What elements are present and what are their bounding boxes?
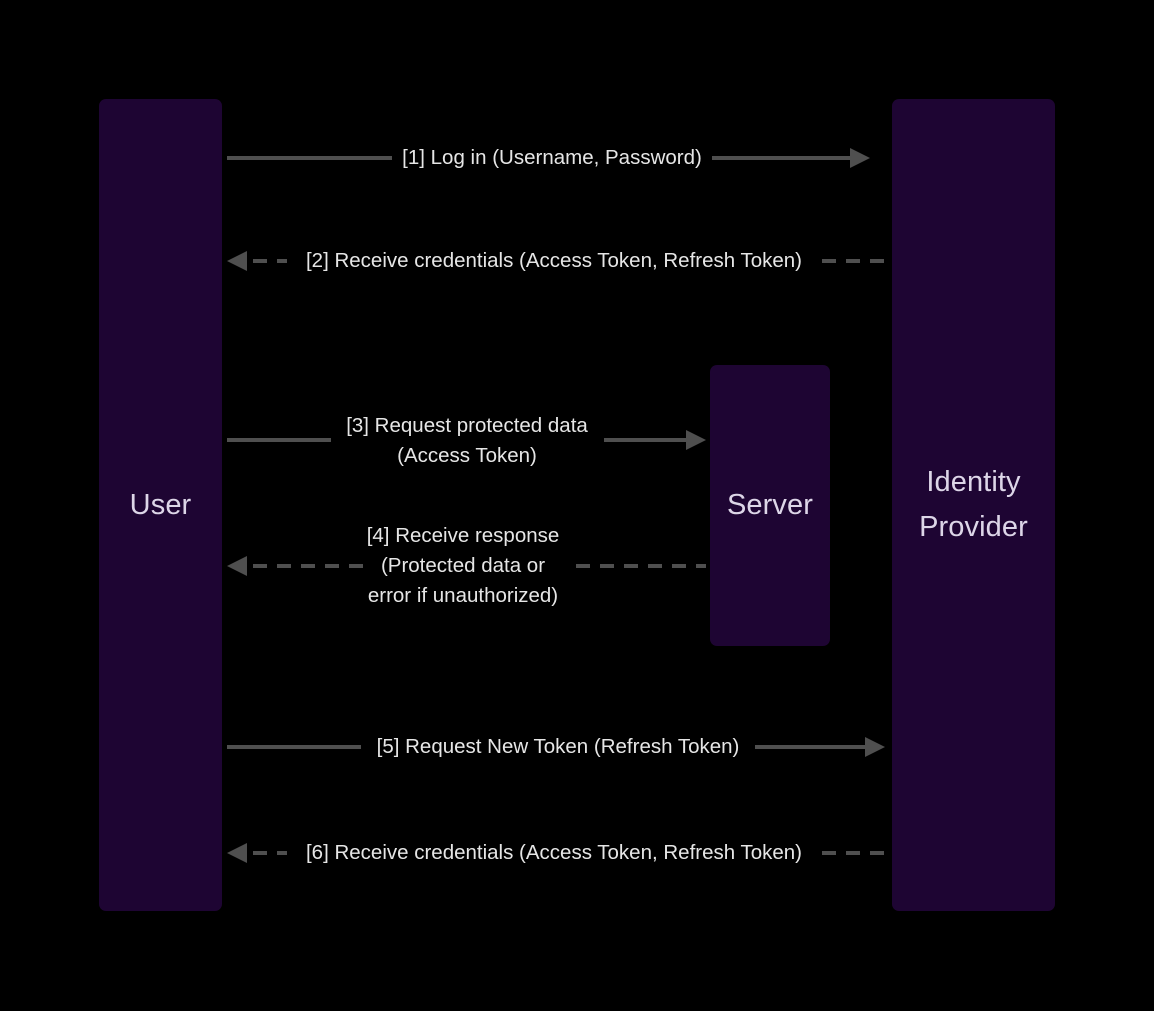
message-1-arrowhead: [850, 148, 870, 168]
message-1-label: [1] Log in (Username, Password): [402, 146, 702, 169]
message-6-label: [6] Receive credentials (Access Token, R…: [305, 841, 803, 864]
message-5-arrowhead: [865, 737, 885, 757]
message-3-line-left: [227, 438, 331, 442]
message-1-line-left: [227, 156, 392, 160]
message-2-line-left: [253, 259, 287, 263]
message-3-arrowhead: [686, 430, 706, 450]
message-6-line-left: [253, 851, 287, 855]
message-3-line-right: [604, 438, 688, 442]
lifeline-user-label: User: [129, 488, 192, 521]
message-4-line-right: [576, 564, 706, 568]
lifeline-user[interactable]: User: [99, 99, 222, 911]
message-5-label: [5] Request New Token (Refresh Token): [376, 735, 740, 758]
message-3-label: [3] Request protected data (Access Token…: [346, 414, 588, 467]
message-4-line-left: [253, 564, 363, 568]
message-6-arrowhead: [227, 843, 247, 863]
message-2-line-right: [822, 259, 888, 263]
message-2-arrowhead: [227, 251, 247, 271]
message-6-line-right: [822, 851, 888, 855]
lifeline-identity-provider-label: Identity Provider: [919, 466, 1028, 543]
message-1-line-right: [712, 156, 852, 160]
message-5-line-left: [227, 745, 361, 749]
lifeline-server[interactable]: Server: [710, 365, 830, 646]
message-4-arrowhead: [227, 556, 247, 576]
lifeline-identity-provider[interactable]: Identity Provider: [892, 99, 1055, 911]
message-2-label: [2] Receive credentials (Access Token, R…: [305, 249, 803, 272]
message-5-line-right: [755, 745, 867, 749]
lifeline-server-label: Server: [726, 489, 813, 522]
message-4-label: [4] Receive response (Protected data or …: [366, 524, 560, 607]
